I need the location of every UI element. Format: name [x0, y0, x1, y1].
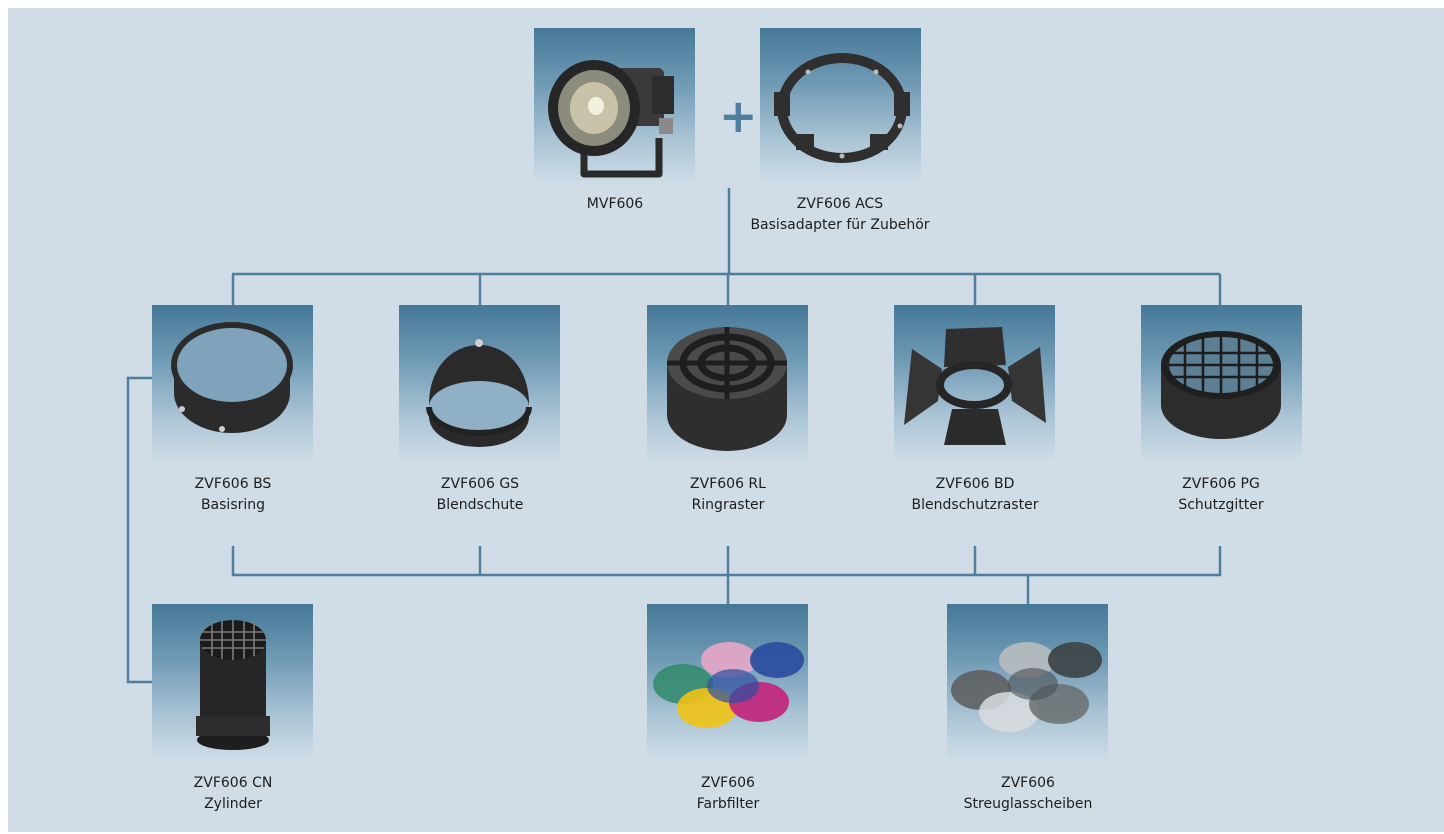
- bottom-tile-streuglas: [947, 604, 1108, 761]
- accessory-label-pg: ZVF606 PG Schutzgitter: [1101, 474, 1341, 516]
- color-filters-icon: [653, 642, 804, 728]
- connector-to-zylinder: [126, 376, 152, 684]
- accessory-name: Streuglasscheiben: [963, 796, 1093, 812]
- diffuser-glass-icon: [951, 642, 1102, 732]
- accessory-name: Farbfilter: [696, 796, 760, 812]
- accessory-name: Zylinder: [204, 796, 262, 812]
- accessory-label-bs: ZVF606 BS Basisring: [113, 474, 353, 516]
- accessory-code: ZVF606: [701, 775, 755, 791]
- ringraster-icon: [667, 327, 787, 451]
- accessory-code: ZVF606 GS: [440, 476, 520, 492]
- accessory-tile-rl: [647, 305, 808, 462]
- plus-sign: +: [719, 89, 758, 143]
- bottom-label-streuglas: ZVF606 Streuglasscheiben: [908, 773, 1148, 815]
- accessory-name: Blendschutzraster: [911, 497, 1039, 513]
- accessory-label-gs: ZVF606 GS Blendschute: [360, 474, 600, 516]
- accessory-name: Schutzgitter: [1178, 497, 1264, 513]
- accessory-label-bd: ZVF606 BD Blendschutzraster: [855, 474, 1095, 516]
- bottom-label-cn: ZVF606 CN Zylinder: [113, 773, 353, 815]
- lamp-label: MVF606: [495, 194, 735, 215]
- blendschute-icon: [426, 339, 532, 447]
- accessory-name: Basisring: [200, 497, 266, 513]
- adapter-tile: [760, 28, 921, 185]
- spotlight-icon: [548, 60, 674, 178]
- adapter-ring-icon: [774, 53, 910, 163]
- adapter-label: ZVF606 ACS Basisadapter für Zubehör: [720, 194, 960, 236]
- accessory-label-rl: ZVF606 RL Ringraster: [608, 474, 848, 516]
- accessory-code: ZVF606 CN: [193, 775, 273, 791]
- accessory-tile-bs: [152, 305, 313, 462]
- accessory-code: ZVF606 RL: [690, 476, 766, 492]
- bottom-label-farbfilter: ZVF606 Farbfilter: [608, 773, 848, 815]
- accessory-tile-gs: [399, 305, 560, 462]
- diagram-canvas: + MVF606 ZVF606 ACS Basisadapter für Zub…: [8, 8, 1444, 832]
- accessory-tile-bd: [894, 305, 1055, 462]
- accessory-code: ZVF606: [1001, 775, 1055, 791]
- cylinder-icon: [196, 620, 270, 750]
- accessory-name: Ringraster: [691, 497, 765, 513]
- accessory-code: ZVF606 BS: [194, 476, 272, 492]
- lamp-code: MVF606: [586, 196, 644, 212]
- connector-lines: [126, 188, 1222, 684]
- adapter-name: Basisadapter für Zubehör: [750, 217, 930, 233]
- basisring-icon: [171, 322, 293, 433]
- accessory-tile-pg: [1141, 305, 1302, 462]
- grid-guard-icon: [1161, 331, 1281, 439]
- bottom-tile-cn: [152, 604, 313, 761]
- accessory-code: ZVF606 PG: [1182, 476, 1260, 492]
- adapter-code: ZVF606 ACS: [796, 196, 884, 212]
- accessory-name: Blendschute: [436, 497, 524, 513]
- accessory-code: ZVF606 BD: [935, 476, 1015, 492]
- bottom-tile-farbfilter: [647, 604, 808, 761]
- lamp-tile: [534, 28, 695, 185]
- barndoor-icon: [904, 327, 1046, 445]
